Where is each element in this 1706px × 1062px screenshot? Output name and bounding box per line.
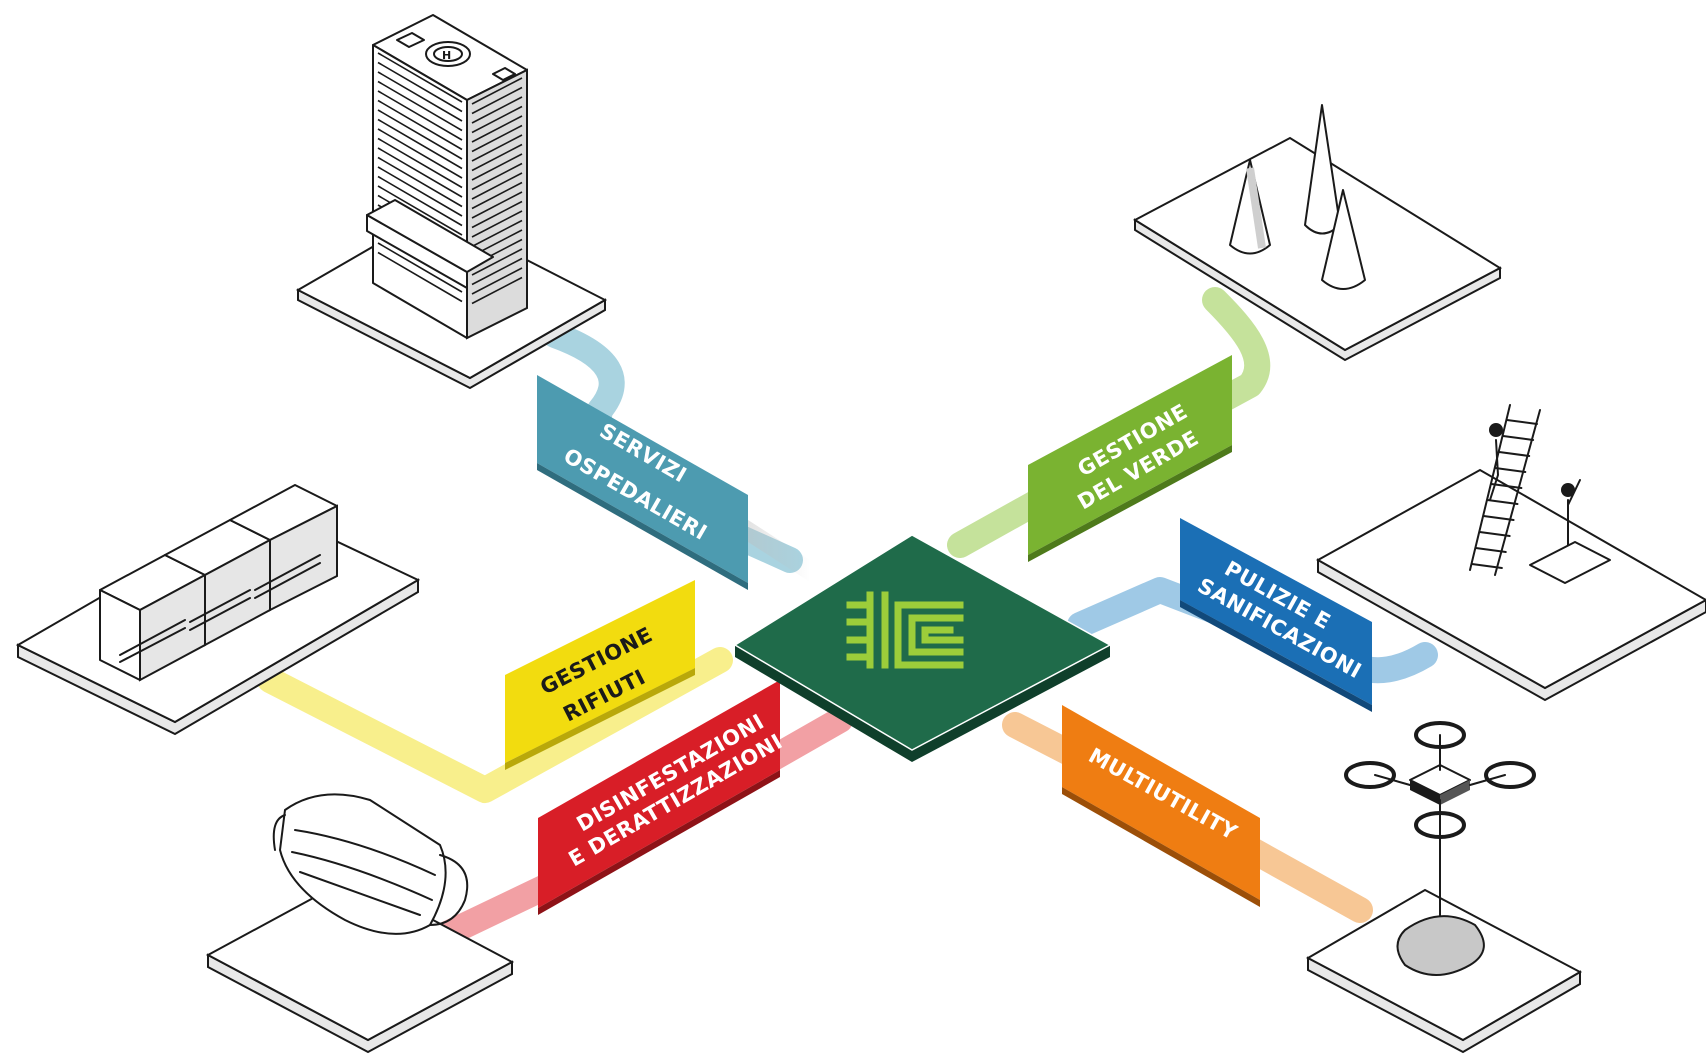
pad-servizi-ospedalieri: H	[295, 14, 608, 390]
label-gestione-rifiuti[interactable]: GESTIONE RIFIUTI	[505, 580, 695, 770]
pad-gestione-rifiuti	[15, 484, 421, 736]
label-multiutility[interactable]: MULTIUTILITY	[1062, 705, 1260, 907]
hospital-building-icon: H	[366, 14, 528, 340]
workers-ladder-icon	[1469, 404, 1611, 584]
pad-gestione-verde	[1132, 104, 1503, 362]
path-gestione-verde	[947, 287, 1271, 558]
pad-pulizie-sanificazioni	[1315, 404, 1706, 702]
pad-disinfestazioni	[205, 793, 515, 1054]
waste-bins-icon	[99, 484, 338, 682]
company-logo-icon	[846, 591, 964, 669]
pad-multiutility	[1305, 721, 1583, 1054]
path-gestione-rifiuti	[257, 647, 733, 803]
svg-text:H: H	[442, 49, 451, 62]
central-hub[interactable]	[733, 534, 1112, 762]
path-servizi-ospedalieri	[542, 322, 803, 573]
drone-icon	[1344, 721, 1536, 976]
trees-icon	[1229, 104, 1366, 290]
face-mask-icon	[272, 793, 469, 935]
